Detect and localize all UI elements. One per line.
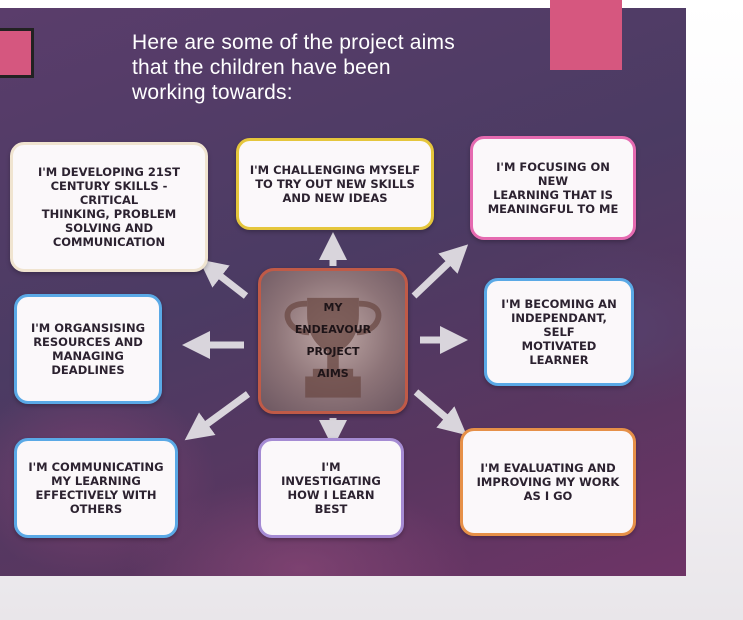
aim-text: SOLVING AND bbox=[64, 221, 154, 235]
center-text-line: ENDEAVOUR bbox=[294, 323, 372, 336]
center-text-line: MY bbox=[323, 301, 343, 314]
title-line: that the children have been bbox=[132, 56, 391, 79]
aim-text: CENTURY SKILLS - CRITICAL bbox=[50, 179, 168, 207]
aim-text: OTHERS bbox=[69, 502, 123, 516]
aim-text: INDEPENDANT, SELF bbox=[511, 311, 607, 339]
aim-box-organising-resources: I'M ORGANSISING RESOURCES AND MANAGING D… bbox=[14, 294, 162, 404]
trophy-icon bbox=[284, 297, 382, 398]
pink-tab-right bbox=[550, 0, 622, 70]
title-line: Here are some of the project aims bbox=[132, 31, 455, 54]
aim-box-communicating-learning: I'M COMMUNICATING MY LEARNING EFFECTIVEL… bbox=[14, 438, 178, 538]
center-text-line: PROJECT bbox=[306, 345, 360, 358]
aim-text: I'M BECOMING AN bbox=[501, 297, 617, 311]
aim-text: DEADLINES bbox=[51, 363, 125, 377]
title-line: working towards: bbox=[132, 81, 293, 104]
aim-box-evaluating-work: I'M EVALUATING AND IMPROVING MY WORK AS … bbox=[460, 428, 636, 536]
aim-box-challenging-myself: I'M CHALLENGING MYSELF TO TRY OUT NEW SK… bbox=[236, 138, 434, 230]
aim-text: AND NEW IDEAS bbox=[282, 191, 388, 205]
aim-text: MOTIVATED bbox=[521, 339, 597, 353]
aim-box-focusing-new-learning: I'M FOCUSING ON NEW LEARNING THAT IS MEA… bbox=[470, 136, 636, 240]
aim-text: THINKING, PROBLEM bbox=[41, 207, 177, 221]
aim-text: MANAGING bbox=[52, 349, 124, 363]
aim-text: LEARNING THAT IS bbox=[493, 188, 613, 202]
aim-text: I'M DEVELOPING 21ST bbox=[37, 165, 180, 179]
aim-text: I'M INVESTIGATING bbox=[281, 460, 381, 488]
aim-text: I'M FOCUSING ON NEW bbox=[496, 160, 610, 188]
aim-text: AS I GO bbox=[523, 489, 573, 503]
center-text-line: AIMS bbox=[317, 367, 349, 380]
central-aims-title: MY ENDEAVOUR PROJECT AIMS bbox=[288, 297, 378, 385]
aim-text: MY LEARNING bbox=[51, 474, 141, 488]
aim-text: EFFECTIVELY WITH bbox=[35, 488, 157, 502]
aim-text: RESOURCES AND bbox=[33, 335, 143, 349]
aim-text: IMPROVING MY WORK bbox=[476, 475, 620, 489]
poster-title: Here are some of the project aims that t… bbox=[132, 30, 552, 105]
aim-text: I'M COMMUNICATING bbox=[28, 460, 164, 474]
aim-text: I'M ORGANSISING bbox=[30, 321, 146, 335]
aim-box-21st-century-skills: I'M DEVELOPING 21ST CENTURY SKILLS - CRI… bbox=[10, 142, 208, 272]
aim-text: TO TRY OUT NEW SKILLS bbox=[255, 177, 415, 191]
aim-text: I'M EVALUATING AND bbox=[480, 461, 616, 475]
central-aims-box: MY ENDEAVOUR PROJECT AIMS bbox=[258, 268, 408, 414]
aim-box-investigating-learning: I'M INVESTIGATING HOW I LEARN BEST bbox=[258, 438, 404, 538]
aim-box-independent-learner: I'M BECOMING AN INDEPENDANT, SELF MOTIVA… bbox=[484, 278, 634, 386]
aim-text: MEANINGFUL TO ME bbox=[487, 202, 619, 216]
aim-text: COMMUNICATION bbox=[52, 235, 166, 249]
aim-text: I'M CHALLENGING MYSELF bbox=[249, 163, 421, 177]
pink-tab-left bbox=[0, 28, 34, 78]
aim-text: HOW I LEARN BEST bbox=[287, 488, 375, 516]
aim-text: LEARNER bbox=[529, 353, 589, 367]
